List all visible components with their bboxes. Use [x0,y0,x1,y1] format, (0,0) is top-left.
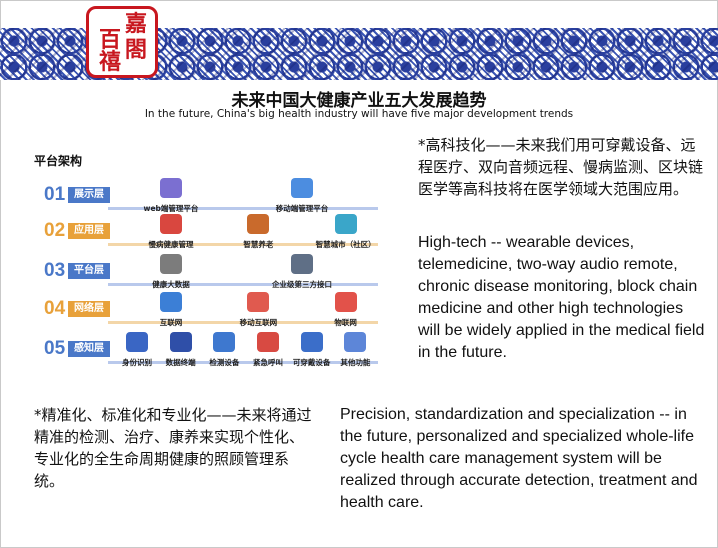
layer-number: 04 [44,298,66,319]
layer-item-label: web端管理平台 [143,204,199,213]
layer-item: 紧急呼叫 [247,332,289,368]
layer-item-label: 物联网 [334,318,357,327]
precision-text-en: Precision, standardization and specializ… [340,406,698,511]
layer-underline [108,321,378,324]
phone-monitor-icon [213,332,236,352]
layer-item: 企业级第三方接口 [257,254,347,290]
mobile-network-icon [291,178,313,198]
layer-item: 检测设备 [203,332,245,368]
layer-underline [108,243,378,246]
layer-item-label: 其他功能 [340,358,371,367]
cloud-iot-icon [334,292,357,312]
logo-char: 百 [99,27,122,53]
logo-char: 閤 [125,37,148,63]
more-functions-icon [344,332,367,352]
layer-tag: 展示层 [68,187,110,203]
hightech-text-cn: *高科技化——未来我们用可穿戴设备、远程医疗、双向音频远程、慢病监测、区块链医学… [418,136,704,198]
layer-item: 智慧城市（社区） [301,214,391,250]
layer-item-label: 检测设备 [209,358,240,367]
layer-item-label: 智慧养老 [243,240,274,249]
layer-item: 数据终端 [160,332,202,368]
layer-item-label: 紧急呼叫 [253,358,283,367]
page-subtitle: In the future, China's big health indust… [144,108,574,120]
layer-item: 互联网 [126,292,216,328]
layer-item: web端管理平台 [126,178,216,214]
layer-underline [108,361,378,364]
layer-item-label: 慢病健康管理 [148,240,194,249]
layer-number: 01 [44,184,66,205]
layer-item-label: 健康大数据 [152,280,190,289]
layer-item-label: 智慧城市（社区） [315,240,376,249]
id-card-icon [126,332,148,352]
server-icon [291,254,313,274]
layer-tag: 应用层 [68,223,110,239]
uhd-terminal-icon [169,332,192,352]
layer-item: 可穿戴设备 [291,332,333,368]
browser-globe-icon [160,292,182,312]
layer-item-label: 身份识别 [122,358,152,367]
layer-item: 移动互联网 [213,292,303,328]
layer-item: 慢病健康管理 [126,214,216,250]
layer-number: 05 [44,338,66,359]
seal-logo: 嘉 百 禧 閤 [86,6,158,78]
page-title: 未来中国大健康产业五大发展趋势 [231,91,487,111]
emergency-call-icon [257,332,279,352]
layer-item-label: 移动端管理平台 [275,204,329,213]
smart-city-icon [334,214,357,234]
layer-item: 物联网 [301,292,391,328]
layer-item-label: 移动互联网 [239,318,278,327]
smartwatch-icon [300,332,323,352]
layer-underline [108,283,378,286]
layer-item-label: 企业级第三方接口 [272,280,332,289]
layer-item: 其他功能 [334,332,376,368]
gears-icon [160,254,182,274]
layer-item: 智慧养老 [213,214,303,250]
hightech-text-en: High-tech -- wearable devices, telemedic… [418,234,705,361]
layer-number: 02 [44,220,66,241]
medical-kit-icon [160,214,182,234]
layer-number: 03 [44,260,66,281]
layer-tag: 平台层 [68,263,110,279]
layer-item-label: 可穿戴设备 [292,358,331,367]
layer-underline [108,207,378,210]
layer-tag: 感知层 [68,341,110,357]
layer-item-label: 数据终端 [165,358,196,367]
mobile-link-icon [247,292,270,312]
logo-char: 禧 [99,49,122,75]
layer-item: 身份识别 [116,332,158,368]
logo-char: 嘉 [125,11,148,37]
layer-item: 移动端管理平台 [257,178,347,214]
network-hub-icon [160,178,182,198]
layer-item-label: 互联网 [159,318,183,327]
layer-item: 健康大数据 [126,254,216,290]
architecture-title: 平台架构 [34,154,83,168]
layer-tag: 网络层 [68,301,110,317]
precision-text-cn: *精准化、标准化和专业化——未来将通过精准的检测、治疗、康养来实现个性化、专业化… [34,406,312,490]
elderly-care-icon [247,214,270,234]
